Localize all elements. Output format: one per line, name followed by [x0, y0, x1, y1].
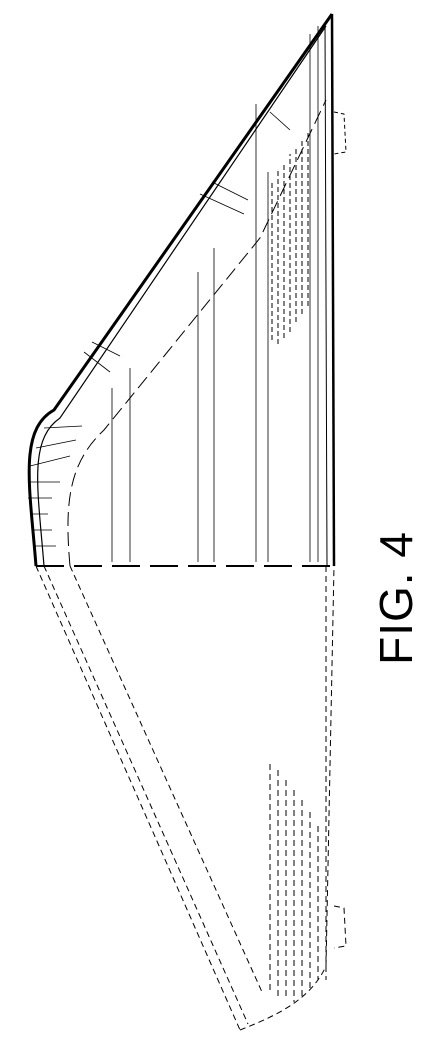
- phantom-inner-edge: [70, 566, 262, 992]
- outer-edge: [29, 14, 332, 566]
- hatch-block-lower: [270, 764, 318, 1002]
- phantom-bottom-contour: [240, 566, 334, 1030]
- phantom-outer-edge: [36, 566, 240, 1030]
- bottom-edge: [332, 14, 334, 566]
- tab-upper: [334, 112, 346, 154]
- solid-part: [28, 14, 346, 566]
- phantom-outer-edge-2: [44, 566, 248, 1024]
- hatch-block-upper: [272, 132, 308, 344]
- tab-lower: [334, 906, 346, 948]
- figure-label: FIG. 4: [370, 531, 422, 665]
- curve-hatching: [28, 112, 290, 546]
- bottom-edge-inner: [325, 22, 327, 566]
- outer-edge-inner-line: [38, 26, 326, 566]
- phantom-part: [36, 566, 346, 1030]
